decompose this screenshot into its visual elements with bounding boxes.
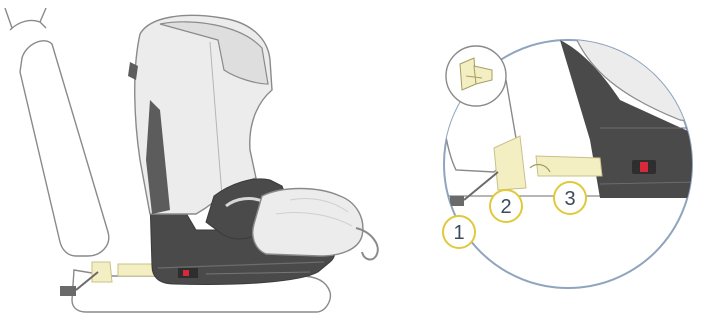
red-indicator [640, 162, 648, 172]
isofix-connector [536, 156, 602, 176]
callout-3-label: 3 [564, 188, 575, 210]
callout-2-label: 2 [500, 196, 511, 218]
callout-3: 3 [554, 182, 586, 214]
isofix-guide-icon [446, 46, 506, 106]
callout-2: 2 [490, 190, 522, 222]
callout-1-label: 1 [453, 222, 464, 244]
full-seat-illustration [5, 8, 378, 312]
zoom-detail: 1 2 3 [430, 36, 700, 288]
callout-1: 1 [443, 216, 475, 248]
anchor-strap [60, 286, 76, 296]
vehicle-seat-backrest [5, 8, 109, 256]
